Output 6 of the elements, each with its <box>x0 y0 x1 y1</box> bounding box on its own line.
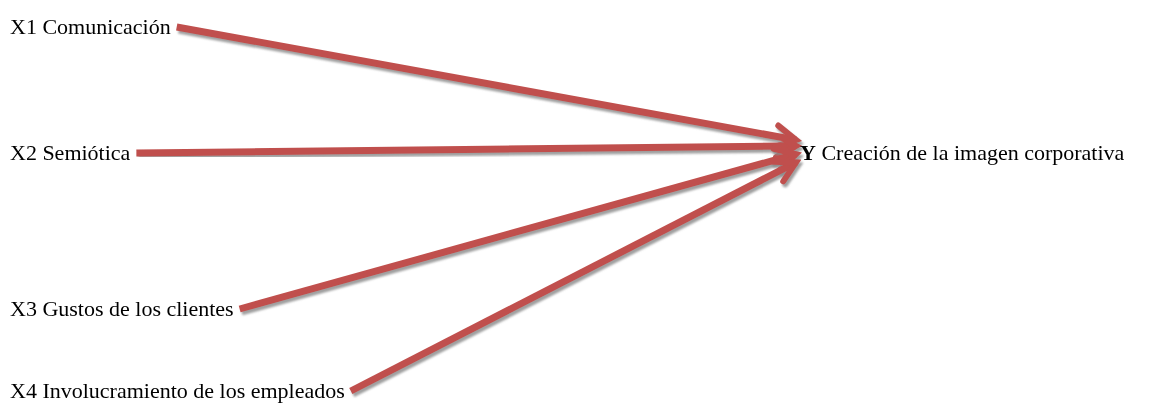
arrow <box>349 158 799 395</box>
node-label: Y Creación de la imagen corporativa <box>800 136 1130 169</box>
node-label: X4 Involucramiento de los empleados <box>10 378 345 404</box>
node-label: X2 Semiótica <box>10 140 131 166</box>
node-label: X1 Comunicación <box>10 14 171 40</box>
node-label: X3 Gustos de los clientes <box>10 296 234 322</box>
